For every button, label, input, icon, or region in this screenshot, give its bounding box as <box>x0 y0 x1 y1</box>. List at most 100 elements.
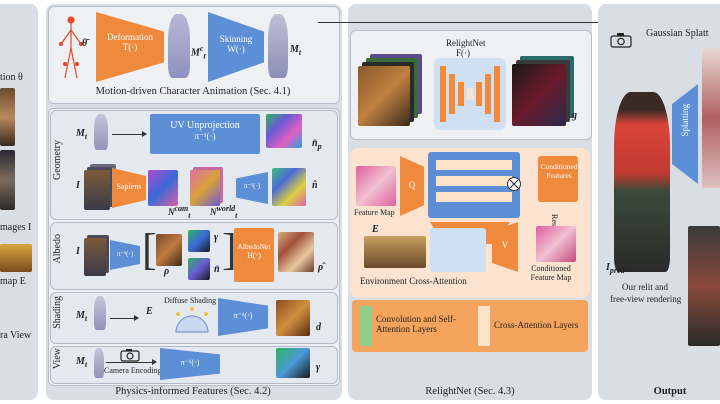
feature-map-thumb <box>356 166 396 206</box>
input-image-mid <box>0 150 15 210</box>
geometry-input-stack <box>84 170 110 210</box>
geometry-mesh <box>94 114 108 150</box>
albedo-pi-inv: π⁻¹(·) <box>116 250 134 258</box>
camera-icon <box>120 349 140 362</box>
env-cross-attention-label: Environment Cross-Attention <box>360 276 467 286</box>
albedo-net-fn: H(·) <box>247 251 261 260</box>
relit-text-2: free-view rendering <box>610 294 682 304</box>
conditioned-features-box <box>538 156 578 202</box>
relit-text-1: Our relit and <box>622 282 668 292</box>
n-bar-map <box>188 258 210 280</box>
shading-pi-inv-block: π⁻¹(·) <box>218 298 268 336</box>
attention-bar-3 <box>436 192 512 202</box>
multiply-icon <box>507 177 521 191</box>
skeleton-icon <box>58 16 84 79</box>
sapiens-block: Sapiens <box>112 168 146 208</box>
legend-conv-label: Convolution and Self-Attention Layers <box>376 314 456 334</box>
canonical-mesh <box>168 14 190 78</box>
albedo-pi-inv-block: π⁻¹(·) <box>110 240 140 270</box>
arrow-view <box>106 359 157 365</box>
env-map-thumb-relight <box>364 236 426 268</box>
gamma-map <box>276 348 310 378</box>
uv-normal-map <box>266 114 302 148</box>
n-world-map <box>190 170 220 206</box>
n-cam-map <box>148 170 178 206</box>
mesh-canonical-label: Mct <box>191 44 206 61</box>
motion-caption: Motion-driven Character Animation (Sec. … <box>95 86 291 97</box>
attention-bar-2 <box>436 176 512 186</box>
geometry-mt: Mt <box>76 128 88 141</box>
arrow-shading-1 <box>110 315 139 321</box>
n-cam-label: Ncamt <box>168 204 191 220</box>
n-hat-map <box>272 168 306 206</box>
gaussian-splat-thumb <box>702 48 720 188</box>
arrow-uv <box>112 131 147 137</box>
view-mesh <box>94 348 104 378</box>
geometry-pi-inv: π⁻¹(·) <box>243 182 261 190</box>
free-view-thumb <box>688 226 720 346</box>
albedo-label: Albedo <box>52 234 63 264</box>
shading-mt: Mt <box>76 310 88 323</box>
feature-map-label: Feature Map <box>354 208 395 217</box>
conditioned-feature-map-label: Conditioned Feature Map <box>530 264 572 282</box>
uv-unprojection-label: UV Unprojection <box>170 120 240 131</box>
i-pred-label: Ipred <box>606 262 625 275</box>
diffuse-shading-label: Diffuse Shading <box>164 296 217 305</box>
posed-mesh <box>268 14 288 78</box>
d-label: d <box>316 322 321 333</box>
camera-icon-output <box>610 33 632 48</box>
relightnet-caption: RelightNet (Sec. 4.3) <box>425 386 515 397</box>
conditioned-features-label: Conditioned Features <box>540 162 578 180</box>
input-image-top <box>0 88 15 146</box>
map-label: map E <box>0 276 26 287</box>
shading-mesh <box>94 296 106 330</box>
images-label: mages I <box>0 222 32 233</box>
physics-caption: Physics-informed Features (Sec. 4.2) <box>115 386 271 397</box>
relightnet-name: RelightNet <box>446 38 486 48</box>
output-feature-stack <box>512 64 566 126</box>
relightnet-fn: F(·) <box>456 48 470 58</box>
albedo-input-stack <box>84 238 106 276</box>
shading-pi-inv: π⁻¹(·) <box>233 311 253 320</box>
uv-unprojection-block: UV Unprojection π⁻¹(·) <box>150 114 260 154</box>
relightnet-E: E <box>372 224 379 235</box>
splatting-label: Splatting <box>680 104 690 137</box>
geometry-I: I <box>76 180 80 191</box>
skinning-fn: W(·) <box>227 44 245 54</box>
conditioned-feature-map-thumb <box>536 226 576 262</box>
input-feature-stack <box>358 66 410 126</box>
deformation-fn: T(·) <box>122 42 138 52</box>
q-label: Q <box>408 180 416 190</box>
diffuse-dome-icon <box>175 307 209 333</box>
deformation-label: Deformation <box>107 32 153 42</box>
env-token-box <box>430 228 486 272</box>
legend-conv-swatch <box>360 306 372 346</box>
n-world-label: Nworldt <box>210 204 238 220</box>
geometry-label: Geometry <box>52 140 63 180</box>
legend-cross-swatch <box>478 306 490 346</box>
d-map <box>276 300 310 336</box>
view-label: ra View <box>0 330 32 341</box>
n-bar-p: n̄p <box>312 138 322 151</box>
albedo-bracket: [ <box>142 225 157 274</box>
uv-pi-inv: π⁻¹(·) <box>194 131 216 141</box>
relit-person <box>614 92 670 272</box>
shading-label: Shading <box>52 296 63 329</box>
theta-bar: θ̄ <box>82 38 88 49</box>
action-label: tion θ <box>0 72 23 83</box>
env-map-thumb <box>0 244 32 272</box>
view-pi-inv: π⁻¹(·) <box>180 358 200 367</box>
rho-hat: ρ̂ <box>318 262 324 273</box>
v-label: V <box>501 240 509 250</box>
camera-encoding-label: Camera Encoding <box>104 366 162 375</box>
view-mt: Mt <box>76 356 88 369</box>
sapiens-label: Sapiens <box>116 182 142 191</box>
gamma-label: γ <box>316 362 321 373</box>
albedo-I: I <box>76 246 80 257</box>
n-bar-label: n̄ <box>214 264 220 275</box>
gamma-map-albedo <box>188 230 210 252</box>
gamma-albedo-label: γ <box>214 232 219 243</box>
gaussian-splatting-label: Gaussian Splatt <box>646 28 709 39</box>
v-block: V <box>492 222 518 272</box>
rho-map <box>156 234 182 266</box>
